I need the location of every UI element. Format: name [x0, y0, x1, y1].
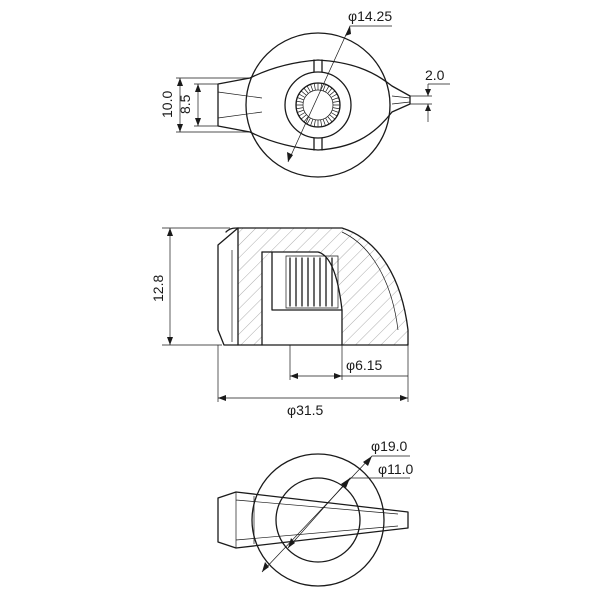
bottom-id-arrow-a	[288, 538, 295, 548]
top-view: φ14.25 2.0 10.0 8.5	[159, 8, 450, 178]
side-outline	[217, 227, 409, 346]
side-h-arrow-a	[167, 228, 173, 236]
top-pw-arrow-b	[425, 104, 431, 111]
top-oh-arrow-a	[177, 78, 183, 86]
bottom-inner-circle	[275, 477, 361, 563]
side-height-dim	[162, 227, 230, 346]
bottom-view: φ19.0 φ11.0	[217, 438, 414, 587]
side-section-hatch	[238, 228, 408, 345]
top-outer-height-label: 10.0	[159, 91, 175, 118]
side-shaft-diameter-label: φ6.15	[346, 357, 383, 373]
top-diameter-arrow-a	[287, 152, 293, 162]
top-pointer-width-label: 2.0	[425, 67, 445, 83]
top-bore-diameter-label: φ14.25	[348, 8, 392, 24]
top-oh-arrow-b	[177, 124, 183, 132]
top-notch-top	[313, 59, 323, 73]
side-o-arrow-a	[218, 395, 226, 401]
side-height-label: 12.8	[150, 275, 166, 302]
top-outer-circle	[245, 32, 391, 178]
side-curve-inner	[341, 231, 399, 331]
top-shaft-outer	[284, 71, 352, 139]
bottom-inner-diameter-label: φ11.0	[378, 461, 414, 477]
bottom-od-arrow-a	[262, 562, 269, 572]
side-overall-diameter-label: φ31.5	[287, 402, 324, 418]
side-o-arrow-b	[400, 395, 408, 401]
bottom-outer-diameter-label: φ19.0	[371, 438, 408, 454]
side-shaft-dim	[289, 345, 408, 380]
bottom-pointer-lines	[235, 492, 399, 548]
bottom-id-arrow-b	[341, 478, 350, 488]
top-pointer-tip	[391, 95, 411, 105]
top-pw-arrow-a	[425, 89, 431, 96]
side-left-band	[237, 227, 263, 346]
top-notch-bottom	[313, 137, 323, 151]
top-diameter-arrow-b	[345, 26, 351, 36]
side-bore	[261, 251, 343, 346]
side-bore-inner	[271, 251, 343, 311]
top-diameter-leader	[287, 25, 392, 163]
top-spline-teeth	[295, 82, 341, 128]
top-ih-arrow-a	[195, 84, 201, 92]
top-outer-height-dim	[176, 77, 250, 133]
bottom-outer-circle	[251, 453, 385, 587]
bottom-inner-leader	[287, 477, 410, 549]
bottom-od-arrow-b	[363, 456, 372, 466]
side-view: 12.8 φ6.15 φ31.5	[150, 227, 409, 418]
side-s-arrow-b	[334, 373, 342, 379]
side-h-arrow-b	[167, 337, 173, 345]
top-wing-left	[217, 91, 263, 119]
side-s-arrow-a	[290, 373, 298, 379]
side-overall-dim	[217, 345, 409, 402]
top-inner-height-label: 8.5	[177, 94, 193, 114]
top-pointer-outline	[217, 59, 411, 151]
side-top-curve	[225, 227, 239, 233]
top-ih-arrow-b	[195, 118, 201, 126]
side-spline-ribs	[285, 255, 339, 309]
